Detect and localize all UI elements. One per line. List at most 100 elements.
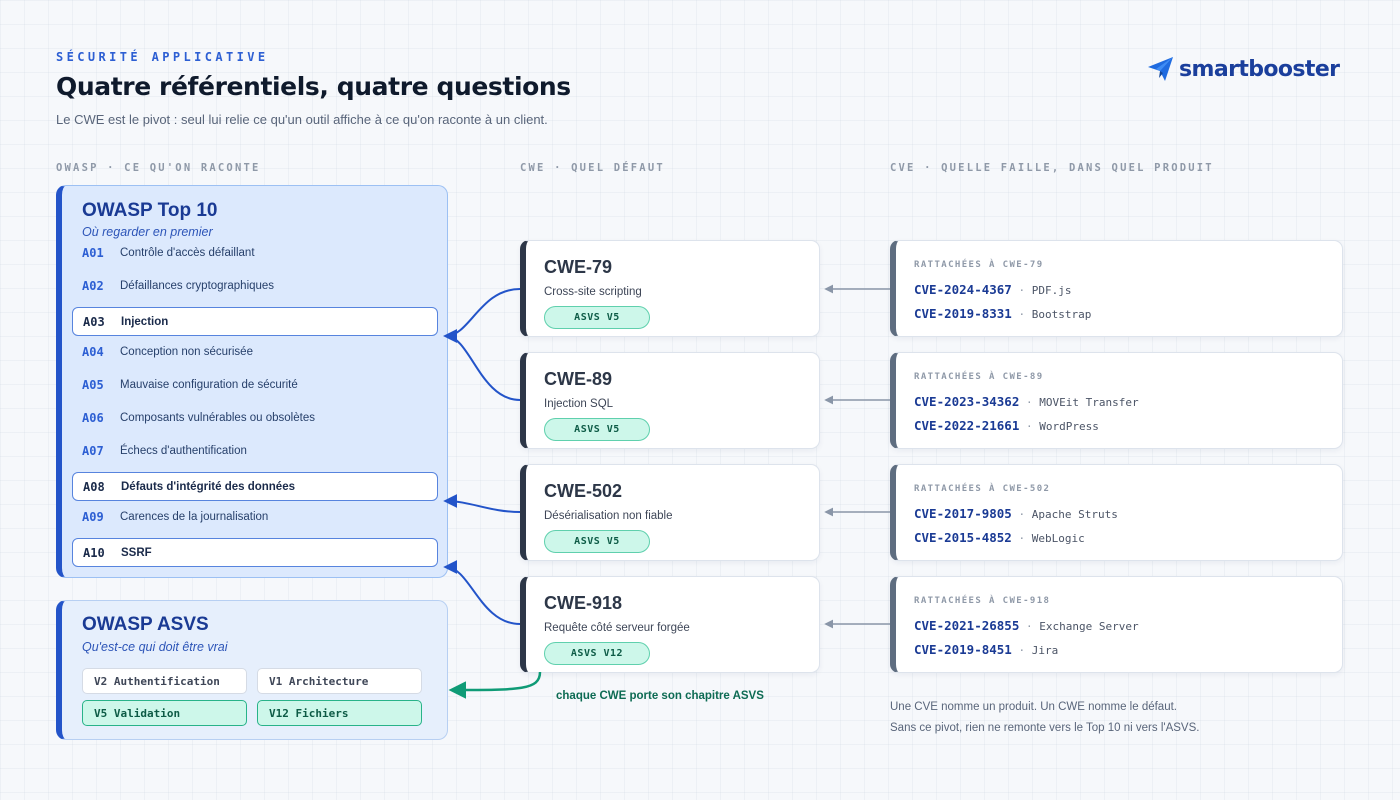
cve-id: CVE-2023-34362 <box>914 394 1020 409</box>
cve-product: Apache Struts <box>1031 508 1118 521</box>
asvs-annotation: chaque CWE porte son chapitre ASVS <box>556 690 764 702</box>
asvs-subtitle: Qu'est-ce qui doit être vrai <box>82 640 228 654</box>
top10-item-code: A01 <box>82 245 104 260</box>
connector-cwe918-a10 <box>443 560 521 625</box>
brand-name: smartbooster <box>1179 56 1340 82</box>
cwe-id: CWE-79 <box>544 257 613 277</box>
top10-item-code: A09 <box>82 509 104 524</box>
cve-entry: CVE-2024-4367 · PDF.js <box>914 282 1071 297</box>
top10-item-label: Mauvaise configuration de sécurité <box>120 378 298 391</box>
cwe-name: Désérialisation non fiable <box>544 510 673 522</box>
footnote-line-2: Sans ce pivot, rien ne remonte vers le T… <box>890 722 1200 734</box>
cwe-name: Cross-site scripting <box>544 286 642 298</box>
top10-item-label: SSRF <box>121 546 152 559</box>
top10-item-code: A03 <box>83 314 105 329</box>
cve-separator: · <box>1011 508 1032 521</box>
top10-item-code: A04 <box>82 344 104 359</box>
top10-item-code: A08 <box>83 479 105 494</box>
cwe-id: CWE-918 <box>544 593 623 613</box>
top10-item-label: Conception non sécurisée <box>120 345 253 358</box>
cve-card-header: RATTACHÉES À CWE-502 <box>914 484 1051 494</box>
owasp-asvs-panel: OWASP ASVS Qu'est-ce qui doit être vrai … <box>56 600 448 740</box>
cve-separator: · <box>1019 420 1040 433</box>
cve-entry: CVE-2022-21661 · WordPress <box>914 418 1099 433</box>
cve-id: CVE-2024-4367 <box>914 282 1012 297</box>
page-title: Quatre référentiels, quatre questions <box>56 72 571 101</box>
cve-separator: · <box>1011 532 1032 545</box>
asvs-chip: V2 Authentification <box>82 668 247 694</box>
cve-card-header: RATTACHÉES À CWE-89 <box>914 372 1044 382</box>
column-label-cwe: CWE · QUEL DÉFAUT <box>520 162 665 174</box>
cwe-id: CWE-502 <box>544 481 623 501</box>
connector-cwe79-a03 <box>443 288 521 343</box>
cve-id: CVE-2022-21661 <box>914 418 1020 433</box>
cve-product: WebLogic <box>1031 532 1085 545</box>
asvs-title: OWASP ASVS <box>82 614 209 635</box>
cve-product: MOVEit Transfer <box>1039 396 1139 409</box>
top10-item-label: Défauts d'intégrité des données <box>121 480 295 493</box>
asvs-chip: V5 Validation <box>82 700 247 726</box>
cve-id: CVE-2015-4852 <box>914 530 1012 545</box>
brand-logo: smartbooster <box>1146 54 1340 84</box>
cve-id: CVE-2021-26855 <box>914 618 1020 633</box>
top10-item-a01: A01 Contrôle d'accès défaillant <box>72 238 438 267</box>
top10-title: OWASP Top 10 <box>82 200 218 221</box>
cve-product: WordPress <box>1039 420 1099 433</box>
paper-plane-icon <box>1148 57 1173 81</box>
connector-asvs <box>448 671 542 699</box>
top10-item-label: Carences de la journalisation <box>120 510 269 523</box>
top10-item-label: Échecs d'authentification <box>120 444 247 457</box>
cve-entry: CVE-2019-8451 · Jira <box>914 642 1058 657</box>
top10-item-label: Contrôle d'accès défaillant <box>120 246 255 259</box>
asvs-badge: ASVS V5 <box>544 530 650 553</box>
top10-item-a08: A08 Défauts d'intégrité des données <box>72 472 438 501</box>
top10-item-label: Défaillances cryptographiques <box>120 279 275 292</box>
cve-product: Exchange Server <box>1039 620 1139 633</box>
connector-cwe502-a08 <box>443 494 521 513</box>
cve-product: PDF.js <box>1031 284 1072 297</box>
cve-entry: CVE-2023-34362 · MOVEit Transfer <box>914 394 1139 409</box>
cve-separator: · <box>1011 644 1032 657</box>
top10-item-a07: A07 Échecs d'authentification <box>72 436 438 465</box>
cve-card-header: RATTACHÉES À CWE-79 <box>914 260 1044 270</box>
asvs-chip: V12 Fichiers <box>257 700 422 726</box>
cve-product: Bootstrap <box>1031 308 1092 321</box>
cwe-id: CWE-89 <box>544 369 613 389</box>
footnote-line-1: Une CVE nomme un produit. Un CWE nomme l… <box>890 701 1177 713</box>
cve-product: Jira <box>1031 644 1059 657</box>
top10-item-a04: A04 Conception non sécurisée <box>72 337 438 366</box>
cve-entry: CVE-2019-8331 · Bootstrap <box>914 306 1091 321</box>
asvs-chip: V1 Architecture <box>257 668 422 694</box>
cve-separator: · <box>1019 396 1040 409</box>
top10-item-code: A07 <box>82 443 104 458</box>
cve-card-header: RATTACHÉES À CWE-918 <box>914 596 1051 606</box>
connector-cwe89-a03 <box>443 329 521 401</box>
top10-item-code: A06 <box>82 410 104 425</box>
cve-separator: · <box>1011 308 1032 321</box>
cve-id: CVE-2017-9805 <box>914 506 1012 521</box>
page-subtitle: Le CWE est le pivot : seul lui relie ce … <box>56 112 548 127</box>
cve-entry: CVE-2015-4852 · WebLogic <box>914 530 1085 545</box>
column-label-owasp: OWASP · CE QU'ON RACONTE <box>56 162 261 174</box>
section-eyebrow: SÉCURITÉ APPLICATIVE <box>56 50 269 64</box>
top10-item-code: A02 <box>82 278 104 293</box>
cve-entry: CVE-2021-26855 · Exchange Server <box>914 618 1139 633</box>
asvs-badge: ASVS V5 <box>544 418 650 441</box>
top10-item-code: A05 <box>82 377 104 392</box>
cve-separator: · <box>1011 284 1032 297</box>
top10-subtitle: Où regarder en premier <box>82 225 213 239</box>
top10-item-a02: A02 Défaillances cryptographiques <box>72 271 438 300</box>
cve-id: CVE-2019-8331 <box>914 306 1012 321</box>
column-label-cve: CVE · QUELLE FAILLE, DANS QUEL PRODUIT <box>890 162 1214 174</box>
